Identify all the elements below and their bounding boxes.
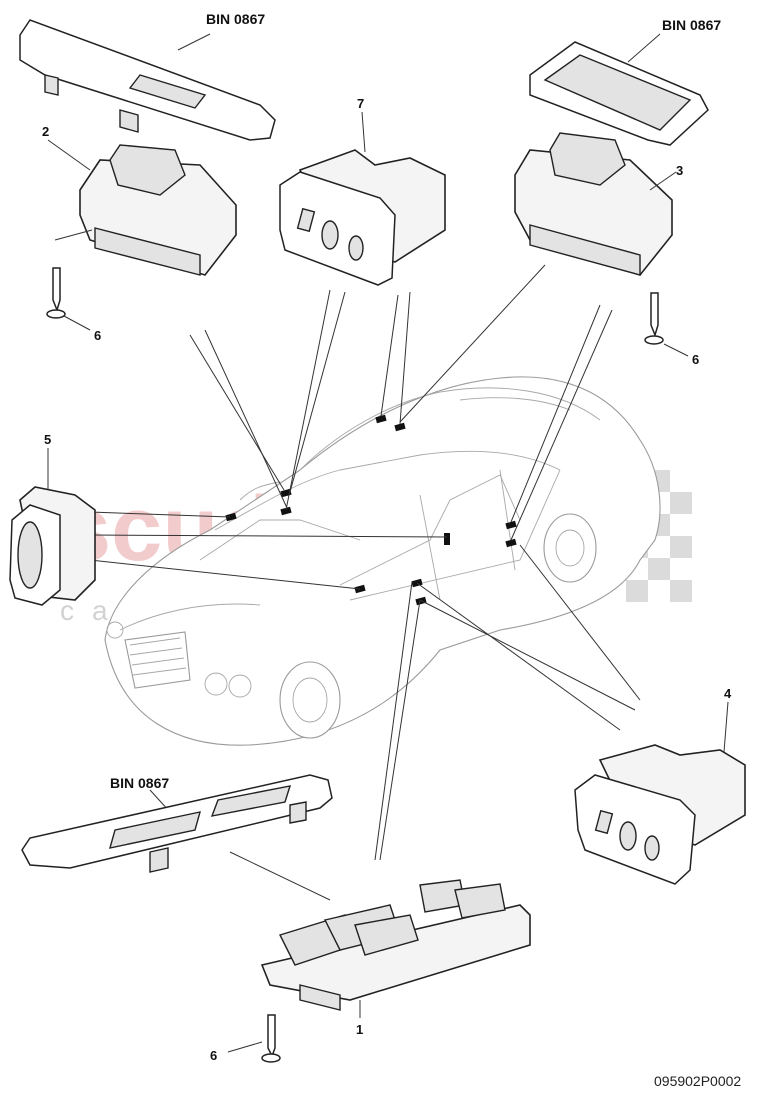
location-marker	[375, 414, 387, 424]
part-2-window-switch	[19, 19, 276, 331]
bin-label: BIN 0867	[110, 775, 169, 791]
callout-5: 5	[44, 432, 51, 447]
location-marker	[225, 512, 237, 522]
location-marker	[394, 422, 406, 432]
callout-7: 7	[357, 96, 364, 111]
callout-1: 1	[356, 1022, 363, 1037]
location-marker	[505, 538, 517, 548]
location-marker	[505, 520, 517, 530]
part-5-switch	[9, 448, 96, 606]
part-1-master-switch	[227, 879, 531, 1063]
location-marker	[444, 533, 450, 545]
leader-lines	[89, 33, 661, 901]
callout-6: 6	[692, 352, 699, 367]
callout-2: 2	[42, 124, 49, 139]
callout-3: 3	[676, 163, 683, 178]
bin-label: BIN 0867	[662, 17, 721, 33]
callout-4: 4	[724, 686, 732, 701]
callout-6: 6	[210, 1048, 217, 1063]
callout-labels: BIN 0867 BIN 0867 BIN 0867 2 3 7 5 4 6 6…	[42, 11, 741, 1089]
part-7-seat-switch	[279, 111, 446, 286]
car-illustration	[104, 376, 661, 746]
bin-label: BIN 0867	[206, 11, 265, 27]
part-4-seat-switch	[574, 701, 746, 885]
location-marker	[280, 506, 292, 516]
part-3-window-switch	[514, 41, 709, 357]
door-trim-panel	[21, 774, 333, 873]
callout-6: 6	[94, 328, 101, 343]
drawing-code: 095902P0002	[654, 1073, 741, 1089]
